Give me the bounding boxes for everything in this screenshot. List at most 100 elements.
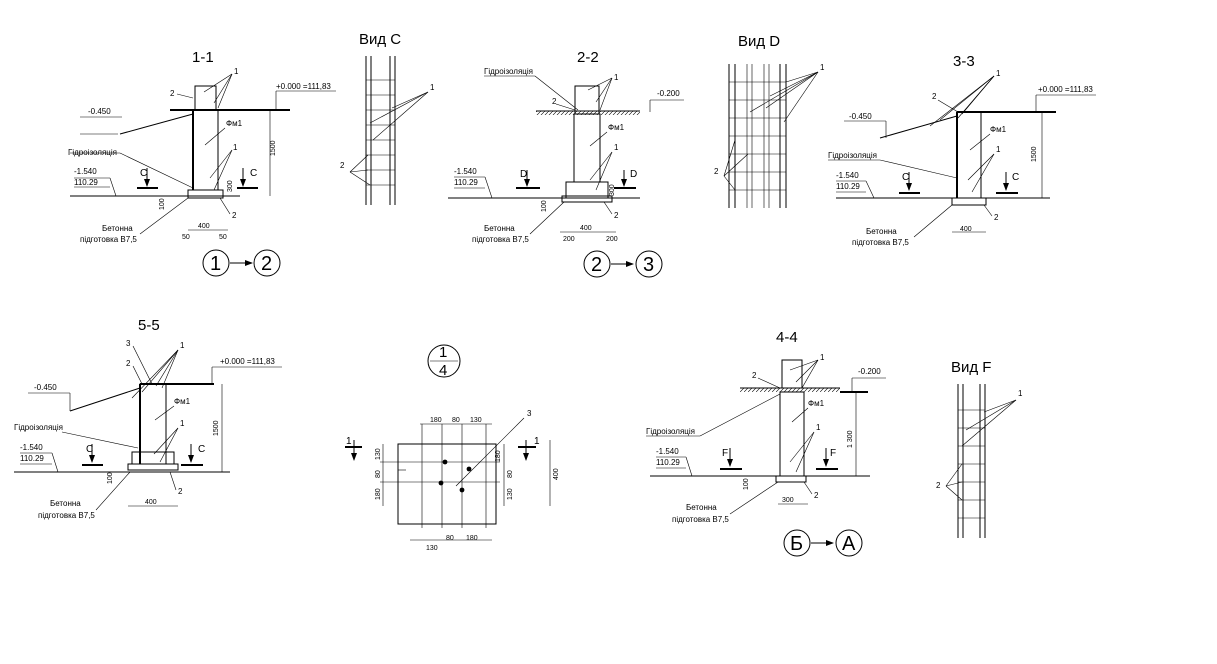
mark-label: 2 <box>178 487 183 496</box>
axis-label: Б <box>790 533 803 555</box>
dim-label: 180 <box>466 535 478 542</box>
level-label: +0.000 =111,83 <box>220 357 275 366</box>
level-label: 110.29 <box>20 454 44 463</box>
section-title: 2-2 <box>577 49 599 66</box>
cut-letter: C <box>198 444 205 455</box>
dim-label: 180 <box>375 488 382 500</box>
dim-label: 100 <box>541 200 548 212</box>
level-label: -1.540 <box>656 447 679 456</box>
level-label: -0.200 <box>657 89 680 98</box>
cut-letter: F <box>722 448 728 459</box>
view-title: Вид F <box>951 359 991 376</box>
concrete-label: Бетонна <box>102 224 133 233</box>
dim-label: 1500 <box>1031 146 1038 162</box>
mark-label: 2 <box>714 167 719 176</box>
concrete-label: підготовка В7,5 <box>38 511 95 520</box>
mark-label: 2 <box>552 97 557 106</box>
cut-label: 1 <box>346 436 352 447</box>
dim-label: 130 <box>507 488 514 500</box>
dim-label: 200 <box>606 236 618 243</box>
fm-label: Фм1 <box>226 119 243 128</box>
dim-label: 400 <box>960 226 972 233</box>
level-label: -0.450 <box>88 107 111 116</box>
mark-label: 2 <box>232 211 237 220</box>
concrete-label: підготовка В7,5 <box>852 238 909 247</box>
mark-label: 1 <box>430 83 435 92</box>
mark-label: 1 <box>996 69 1001 78</box>
axis-label: 1 <box>210 253 221 275</box>
node-1-4: 1 4 3 180 80 130 130 80 180 130 80 180 1… <box>345 344 560 552</box>
concrete-label: підготовка В7,5 <box>672 515 729 524</box>
dim-label: 180 <box>495 450 502 462</box>
section-2-2: 2-2 Гідроізоляція -0.200 2 1 Фм1 1 -1.54… <box>448 49 684 278</box>
dim-label: 400 <box>145 499 157 506</box>
mark-label: 3 <box>126 339 131 348</box>
dim-label: 1 300 <box>847 430 854 448</box>
level-label: +0.000 =111,83 <box>1038 85 1093 94</box>
mark-label: 1 <box>180 341 185 350</box>
view-title: Вид C <box>359 31 401 48</box>
section-3-3: 3-3 -0.450 +0.000 =111,83 Гідроізоляція … <box>828 53 1096 247</box>
concrete-label: Бетонна <box>484 224 515 233</box>
cut-letter: C <box>902 172 909 183</box>
dim-label: 80 <box>375 470 382 478</box>
mark-label: 1 <box>180 419 185 428</box>
dim-label: 1500 <box>213 420 220 436</box>
hydro-label: Гідроізоляція <box>828 151 877 160</box>
mark-label: 1 <box>820 63 825 72</box>
dim-label: 50 <box>219 234 227 241</box>
axis-label: 2 <box>261 253 272 275</box>
dim-label: 300 <box>609 184 616 196</box>
fm-label: Фм1 <box>174 397 191 406</box>
mark-label: 2 <box>814 491 819 500</box>
cut-label: 1 <box>534 436 540 447</box>
level-label: -1.540 <box>454 167 477 176</box>
axis-label: 2 <box>591 254 602 276</box>
fm-label: Фм1 <box>990 125 1007 134</box>
level-label: -1.540 <box>836 171 859 180</box>
level-label: 110.29 <box>656 458 680 467</box>
dim-label: 300 <box>782 497 794 504</box>
level-label: -0.200 <box>858 367 881 376</box>
section-4-4: 4-4 -0.200 2 1 Фм1 Гідроізоляція 1 -1.54… <box>646 329 886 557</box>
section-1-1: 1-1 -0.450 +0.000 =111,83 -1.540 110.29 … <box>68 49 336 277</box>
dim-label: 130 <box>375 448 382 460</box>
dim-label: 1500 <box>270 140 277 156</box>
fm-label: Фм1 <box>608 123 625 132</box>
level-label: -1.540 <box>20 443 43 452</box>
cut-letter: C <box>250 168 257 179</box>
cut-letter: D <box>630 169 637 180</box>
concrete-label: Бетонна <box>50 499 81 508</box>
section-title: 1-1 <box>192 49 214 66</box>
mark-label: 2 <box>932 92 937 101</box>
hydro-label: Гідроізоляція <box>68 148 117 157</box>
level-label: 110.29 <box>836 182 860 191</box>
mark-label: 1 <box>614 73 619 82</box>
mark-label: 1 <box>234 67 239 76</box>
dim-label: 130 <box>470 417 482 424</box>
dim-label: 180 <box>430 417 442 424</box>
level-label: 110.29 <box>454 178 478 187</box>
dim-label: 100 <box>107 472 114 484</box>
dim-label: 130 <box>426 545 438 552</box>
mark-label: 2 <box>340 161 345 170</box>
section-5-5: 5-5 -0.450 +0.000 =111,83 Гідроізоляція … <box>14 317 282 520</box>
concrete-label: Бетонна <box>686 503 717 512</box>
mark-label: 2 <box>936 481 941 490</box>
node-label: 4 <box>439 362 447 379</box>
view-title: Вид D <box>738 33 780 50</box>
mark-label: 2 <box>994 213 999 222</box>
section-title: 3-3 <box>953 53 975 70</box>
dim-label: 300 <box>227 180 234 192</box>
node-label: 1 <box>439 344 447 361</box>
cut-letter: D <box>520 169 527 180</box>
dim-label: 100 <box>743 478 750 490</box>
level-label: -1.540 <box>74 167 97 176</box>
mark-label: 1 <box>233 143 238 152</box>
mark-label: 3 <box>527 409 532 418</box>
dim-label: 400 <box>553 468 560 480</box>
hydro-label: Гідроізоляція <box>646 427 695 436</box>
axis-label: А <box>842 533 856 555</box>
mark-label: 1 <box>816 423 821 432</box>
